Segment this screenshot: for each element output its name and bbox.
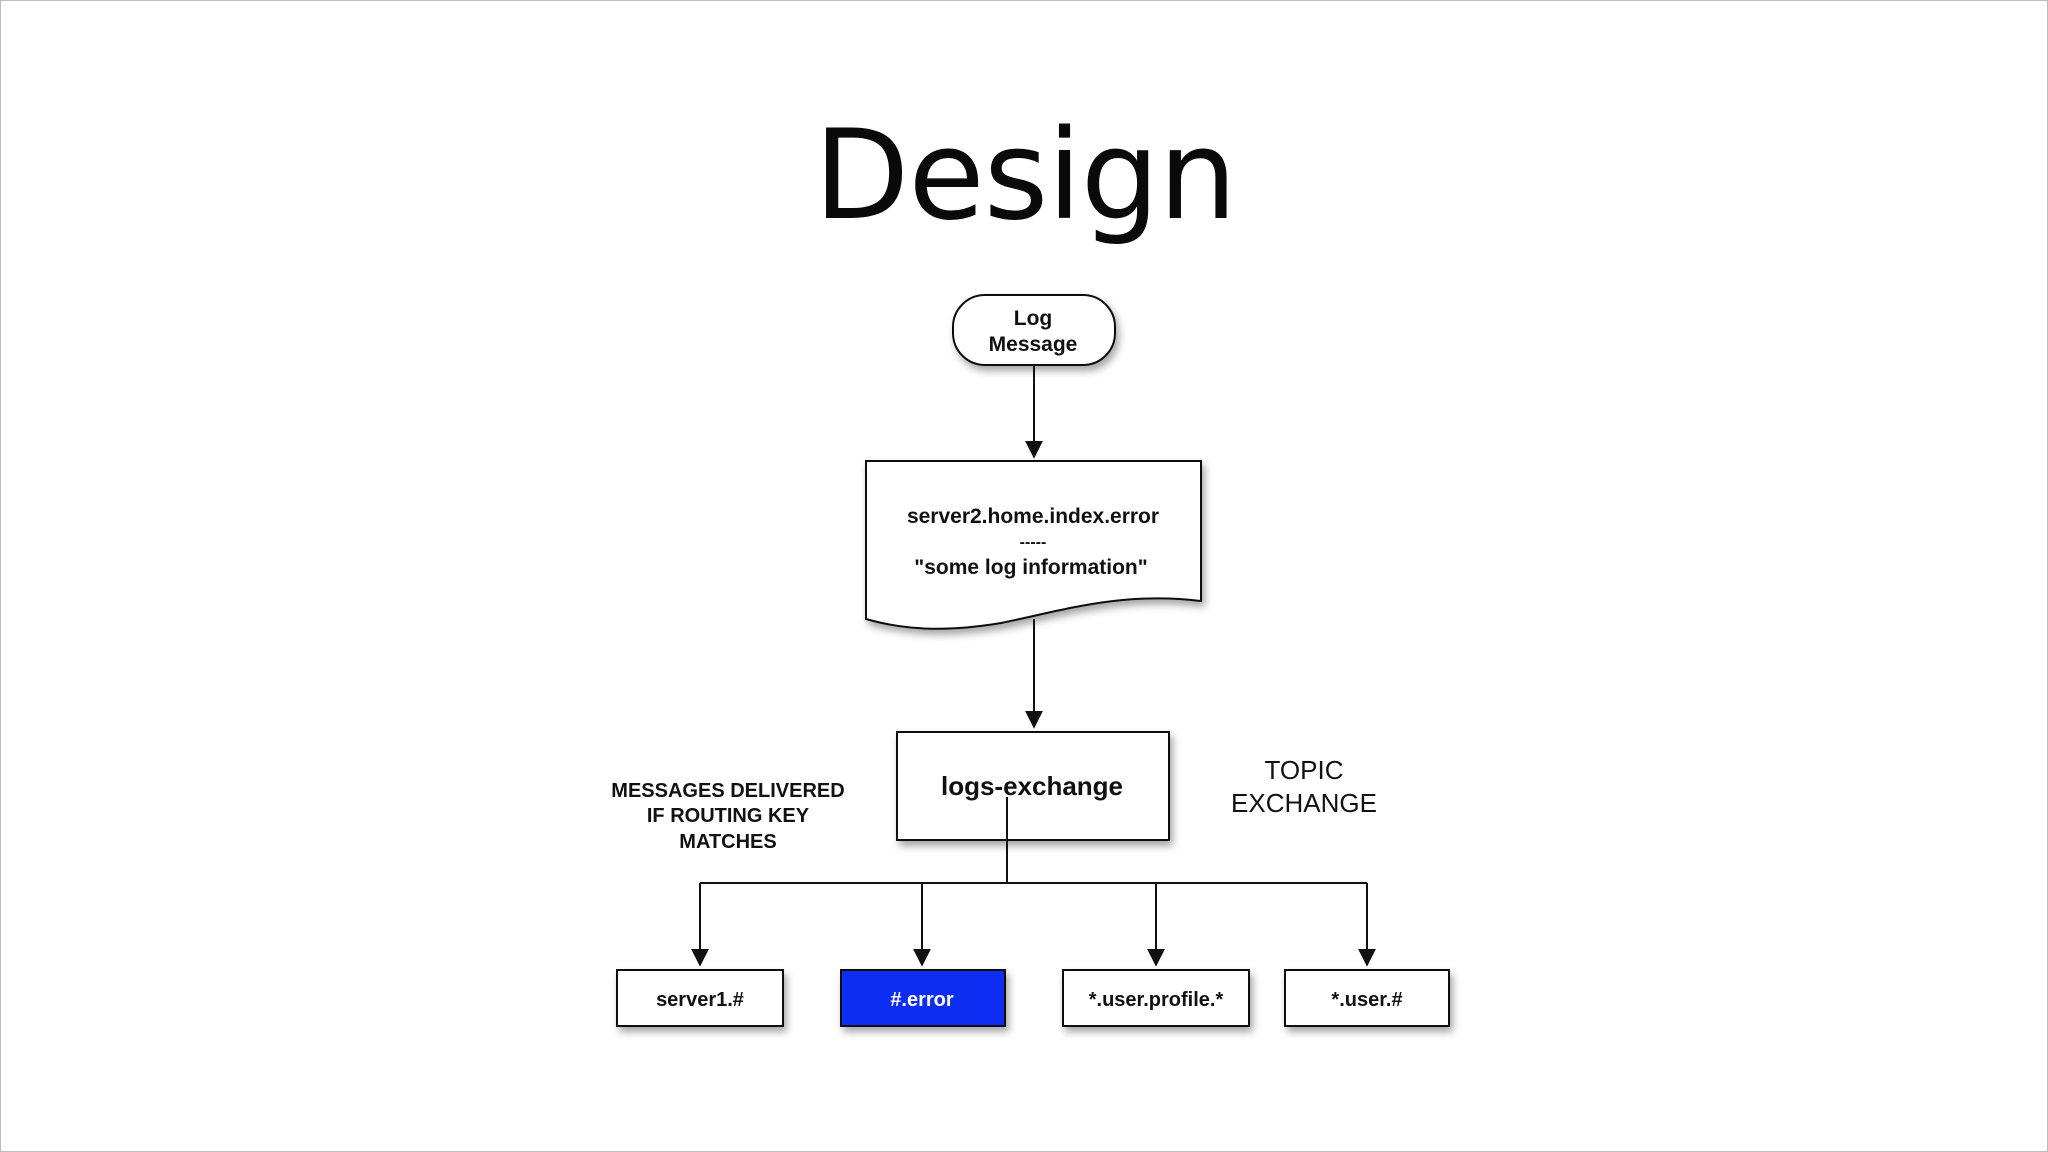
binding-label: server1.#	[656, 989, 744, 1011]
note-line3: MATCHES	[679, 831, 776, 853]
exchange-type-line2: EXCHANGE	[1231, 788, 1377, 818]
exchange-type-line1: TOPIC	[1265, 755, 1344, 785]
payload-text: "some log information"	[914, 556, 1147, 579]
binding-connectors	[691, 797, 1376, 967]
log-message-node: Log Message	[952, 294, 1116, 366]
routing-key-text: server2.home.index.error	[907, 505, 1159, 528]
binding-user-profile: *.user.profile.*	[1062, 969, 1250, 1027]
binding-server1: server1.#	[616, 969, 784, 1027]
log-message-label-line2: Message	[989, 333, 1078, 356]
separator-text: -----	[1020, 534, 1047, 551]
binding-label: #.error	[890, 989, 954, 1011]
slide-title: Design	[813, 104, 1237, 248]
binding-user: *.user.#	[1284, 969, 1450, 1027]
exchange-name: logs-exchange	[941, 771, 1123, 801]
exchange-node: logs-exchange	[896, 731, 1170, 841]
note-line1: MESSAGES DELIVERED	[611, 780, 844, 802]
binding-error: #.error	[840, 969, 1006, 1027]
note-line2: IF ROUTING KEY	[647, 805, 810, 827]
binding-label: *.user.#	[1331, 989, 1402, 1011]
log-message-label-line1: Log	[1014, 307, 1052, 330]
message-document-node: server2.home.index.error ----- "some log…	[865, 460, 1202, 630]
binding-label: *.user.profile.*	[1089, 989, 1224, 1011]
